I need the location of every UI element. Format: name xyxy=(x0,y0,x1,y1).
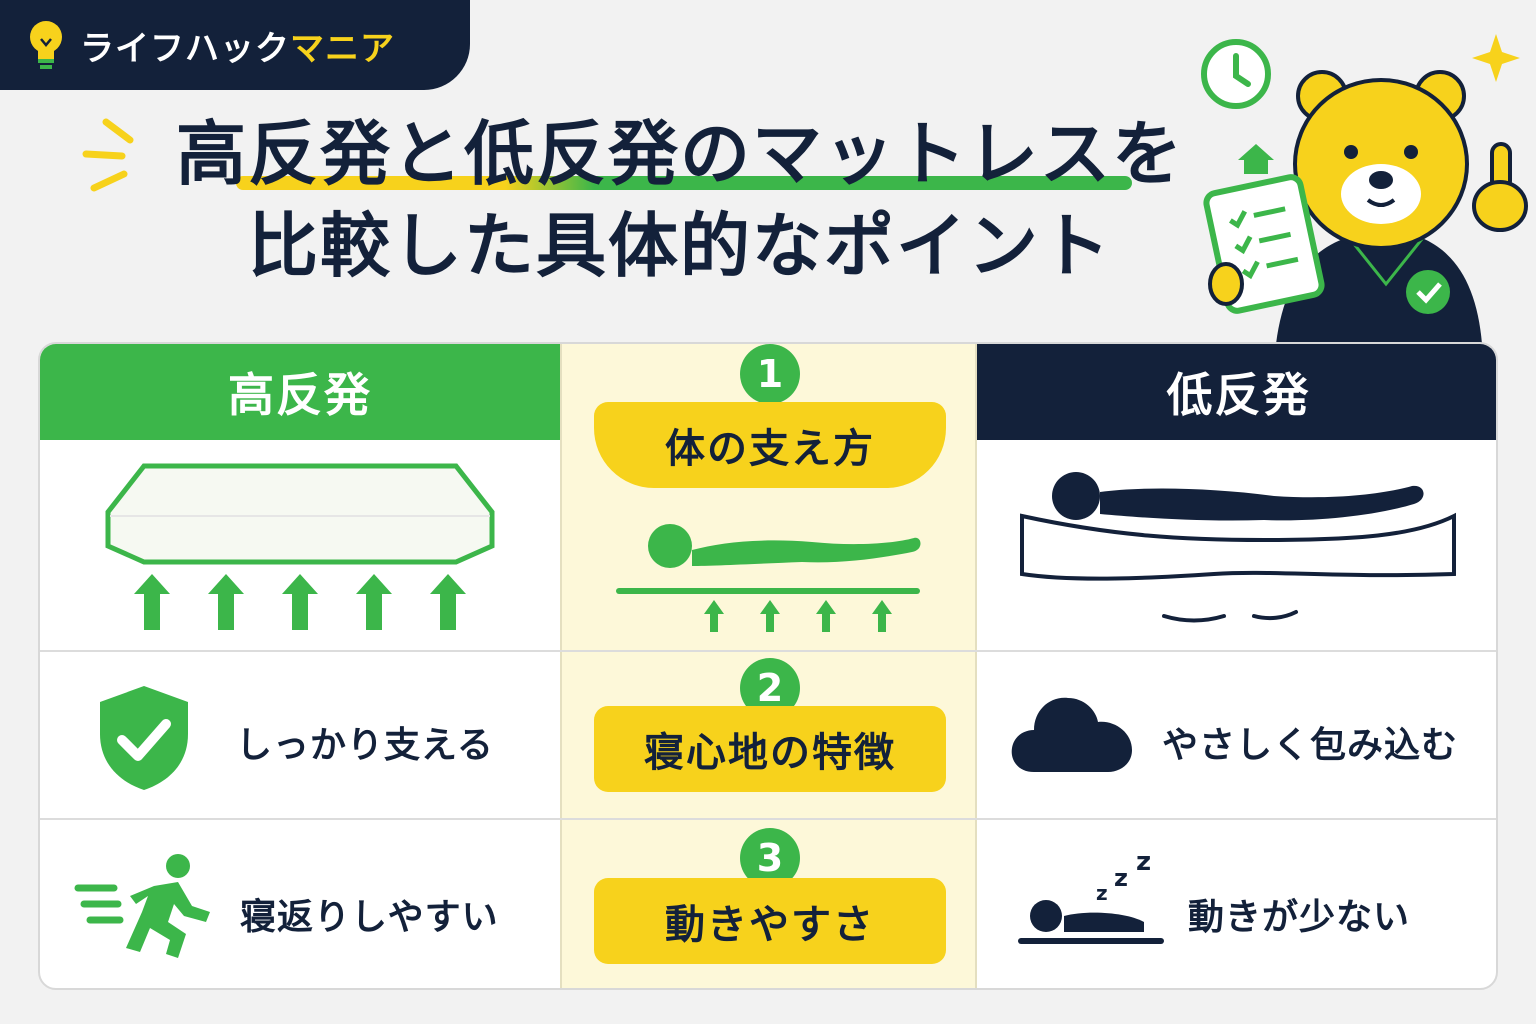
comparison-table: 1 体の支え方 2 寝心地の特徴 3 動きやすさ 高反発 低反発 xyxy=(38,342,1498,990)
low-movement-text: 動きが少ない xyxy=(1188,897,1411,938)
sparkle-icon xyxy=(1472,34,1520,82)
svg-text:z: z xyxy=(1096,881,1108,905)
body-support-illustration xyxy=(616,524,921,632)
lightbulb-icon xyxy=(30,21,62,69)
clock-icon xyxy=(1201,39,1271,109)
row-divider xyxy=(40,818,1496,820)
title-line-2: 比較した具体的なポイント xyxy=(248,205,1112,287)
high-movement-text: 寝返りしやすい xyxy=(240,897,499,938)
topic-column: 1 体の支え方 2 寝心地の特徴 3 動きやすさ xyxy=(560,344,977,988)
soft-mattress-illustration xyxy=(1020,472,1456,623)
svg-text:z: z xyxy=(1114,864,1128,892)
house-icon xyxy=(1238,144,1274,174)
up-arrow-icon xyxy=(704,600,892,632)
up-arrow-icon xyxy=(134,574,466,630)
cloud-icon xyxy=(1011,697,1132,772)
column-header-low: 低反発 xyxy=(977,344,1496,440)
low-feel-text: やさしく包み込む xyxy=(1162,725,1459,766)
high-feel-text: しっかり支える xyxy=(236,725,494,766)
firm-mattress-illustration xyxy=(105,463,495,630)
shield-check-icon xyxy=(100,686,188,790)
brand-banner: ライフハックマニア xyxy=(0,0,470,90)
page-title: 高反発と低反発のマットレスを 比較した具体的なポイント xyxy=(90,108,1270,292)
brand-name: ライフハックマニア xyxy=(80,28,395,69)
topic-number-badge: 1 xyxy=(740,344,800,404)
svg-text:z: z xyxy=(1136,856,1151,877)
title-line-1: 高反発と低反発のマットレスを xyxy=(176,113,1184,195)
column-header-high: 高反発 xyxy=(40,344,560,440)
topic-label: 寝心地の特徴 xyxy=(594,706,946,792)
bear-mascot-icon xyxy=(1201,34,1528,344)
burst-lines-icon xyxy=(82,118,134,192)
topic-label: 動きやすさ xyxy=(594,878,946,964)
running-person-icon xyxy=(74,854,210,958)
topic-label: 体の支え方 xyxy=(594,402,946,488)
row-divider xyxy=(40,650,1496,652)
sleeping-person-icon: z z z xyxy=(1018,856,1164,944)
